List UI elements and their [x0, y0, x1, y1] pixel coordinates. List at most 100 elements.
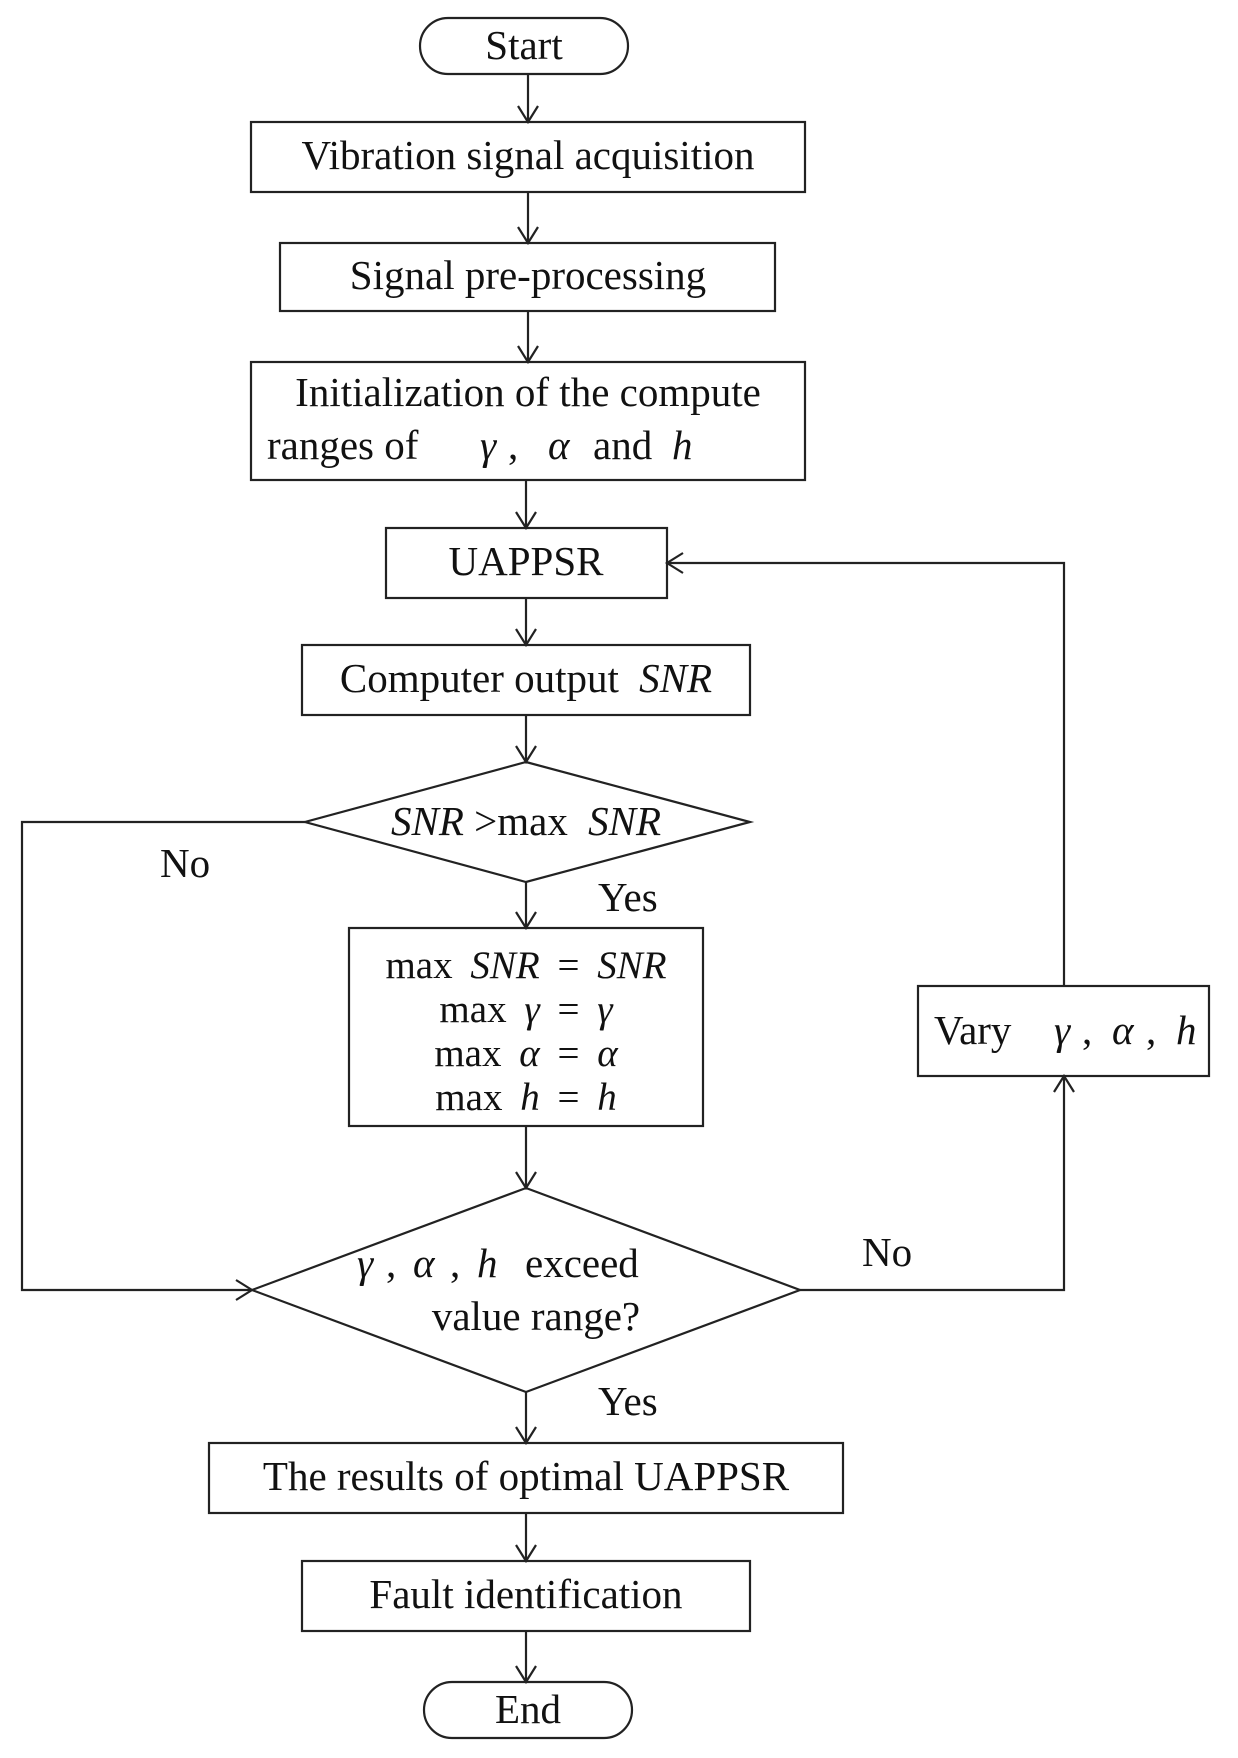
arrowhead-icon [517, 226, 539, 246]
update-max-alpha: max α = α [434, 1032, 619, 1075]
start-node: Start [418, 16, 630, 76]
results-node: The results of optimal UAPPSR [207, 1441, 845, 1515]
edge-uappsr-output [515, 598, 537, 648]
arrowhead-icon [515, 1171, 537, 1191]
uappsr-label: UAPPSR [449, 538, 605, 584]
arrowhead-icon [515, 511, 537, 531]
init-ranges-of: ranges of [267, 422, 419, 468]
vary-h: h [1176, 1007, 1197, 1053]
edge-acquisition-preprocessing [517, 192, 539, 246]
update-alpha-left: α [519, 1032, 541, 1075]
update-max-word-1: max [385, 944, 453, 987]
edge-decision2-no [800, 1073, 1075, 1292]
range-exceed: exceed [525, 1240, 639, 1286]
preprocessing-node: Signal pre-processing [278, 241, 777, 313]
update-h-left: h [520, 1076, 540, 1119]
edge-init-uappsr [515, 480, 537, 531]
update-max-h: max h = h [435, 1076, 616, 1119]
edge-fault-end [515, 1631, 537, 1685]
edge-preprocessing-init [517, 311, 539, 365]
arrowhead-icon [517, 345, 539, 365]
decision-snr-left: SNR [391, 798, 464, 844]
edge-results-fault [515, 1513, 537, 1564]
update-snr-left: SNR [470, 944, 540, 987]
fault-node: Fault identification [300, 1559, 752, 1633]
vary-comma-2: , [1146, 1007, 1156, 1053]
arrowhead-icon [515, 1665, 537, 1685]
end-label: End [495, 1686, 561, 1732]
init-label-line1: Initialization of the compute [295, 369, 761, 415]
update-max-word-3: max [434, 1032, 502, 1075]
arrowhead-icon [1053, 1073, 1075, 1093]
edge-vary-uappsr [664, 552, 1066, 986]
update-gamma-right: γ [597, 988, 614, 1031]
arrowhead-icon [515, 628, 537, 648]
fault-label: Fault identification [369, 1571, 682, 1617]
arrowhead-icon [515, 1426, 537, 1446]
decision2-no-label: No [862, 1229, 912, 1275]
vary-node: Vary γ , α , h [916, 984, 1211, 1078]
update-eq-2: = [557, 988, 579, 1031]
vary-comma-1: , [1082, 1007, 1092, 1053]
range-h: h [477, 1240, 498, 1286]
acquisition-node: Vibration signal acquisition [249, 120, 807, 194]
range-comma-2: , [450, 1240, 460, 1286]
range-comma-1: , [386, 1240, 396, 1286]
edge-update-decision2 [515, 1126, 537, 1191]
uappsr-node: UAPPSR [384, 526, 669, 600]
update-h-right: h [597, 1076, 617, 1119]
init-label-line2: ranges of γ , α and h [267, 422, 693, 468]
arrowhead-icon [515, 911, 537, 931]
end-node: End [422, 1680, 634, 1740]
output-snr: SNR [639, 655, 712, 701]
preprocessing-label: Signal pre-processing [350, 252, 706, 298]
init-gamma: γ [480, 422, 498, 468]
decision-snr-node: SNR >max SNR [300, 760, 755, 884]
initialization-node: Initialization of the compute ranges of … [249, 360, 807, 482]
decision-snr-label: SNR >max SNR [391, 798, 661, 844]
update-eq-4: = [557, 1076, 579, 1119]
update-max-snr: max SNR = SNR [385, 944, 666, 987]
edge-decision1-yes [515, 882, 537, 931]
output-node: Computer output SNR [300, 643, 752, 717]
acquisition-label: Vibration signal acquisition [301, 132, 754, 178]
arrowhead-icon [664, 552, 684, 574]
decision-range-line1: γ , α , h exceed [357, 1240, 639, 1286]
arrowhead-icon [235, 1279, 255, 1301]
update-eq-3: = [557, 1032, 579, 1075]
update-snr-right: SNR [597, 944, 667, 987]
start-label: Start [485, 22, 563, 68]
vary-word: Vary [934, 1007, 1012, 1053]
update-max-gamma: max γ = γ [439, 988, 614, 1031]
init-h: h [672, 422, 693, 468]
decision1-no-label: No [160, 840, 210, 886]
output-prefix: Computer output [340, 655, 620, 701]
init-and: and [593, 422, 652, 468]
init-alpha: α [548, 422, 571, 468]
decision-range-node: γ , α , h exceed value range? [248, 1186, 804, 1394]
vary-alpha: α [1112, 1007, 1135, 1053]
edge-decision2-yes [515, 1392, 537, 1446]
arrowhead-icon [515, 1544, 537, 1564]
output-label: Computer output SNR [340, 655, 712, 701]
edge-start-acquisition [517, 74, 539, 125]
results-label: The results of optimal UAPPSR [263, 1453, 790, 1499]
edge-decision1-no [20, 820, 305, 1301]
range-alpha: α [413, 1240, 436, 1286]
decision1-yes-label: Yes [598, 874, 658, 920]
decision2-yes-label: Yes [598, 1378, 658, 1424]
range-gamma: γ [357, 1240, 375, 1286]
vary-gamma: γ [1054, 1007, 1072, 1053]
update-alpha-right: α [597, 1032, 619, 1075]
decision-snr-max: >max [474, 798, 568, 844]
init-comma: , [508, 422, 518, 468]
update-max-word-2: max [439, 988, 507, 1031]
update-max-node: max SNR = SNR max γ = γ max α = α max h … [347, 926, 705, 1128]
update-eq-1: = [557, 944, 579, 987]
decision-range-line2: value range? [432, 1293, 640, 1339]
update-max-word-4: max [435, 1076, 503, 1119]
decision-snr-right: SNR [588, 798, 661, 844]
update-gamma-left: γ [524, 988, 541, 1031]
edge-output-decision1 [515, 715, 537, 765]
